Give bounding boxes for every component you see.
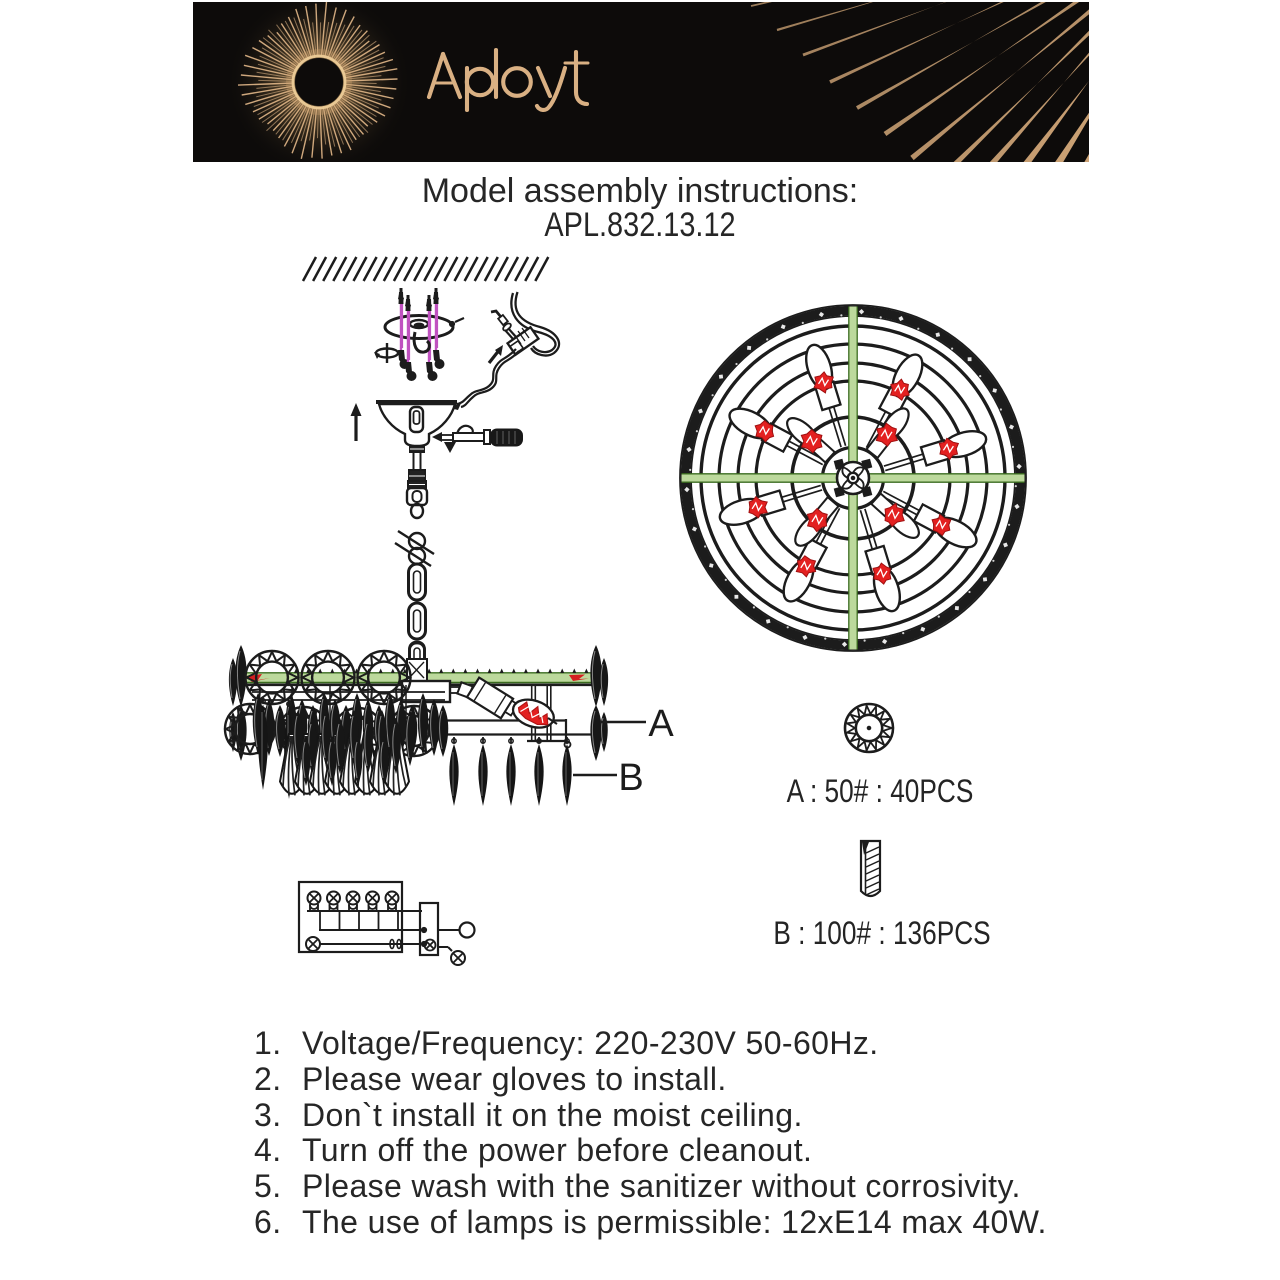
svg-text:B: B xyxy=(618,757,643,799)
svg-text:A: A xyxy=(648,703,674,745)
